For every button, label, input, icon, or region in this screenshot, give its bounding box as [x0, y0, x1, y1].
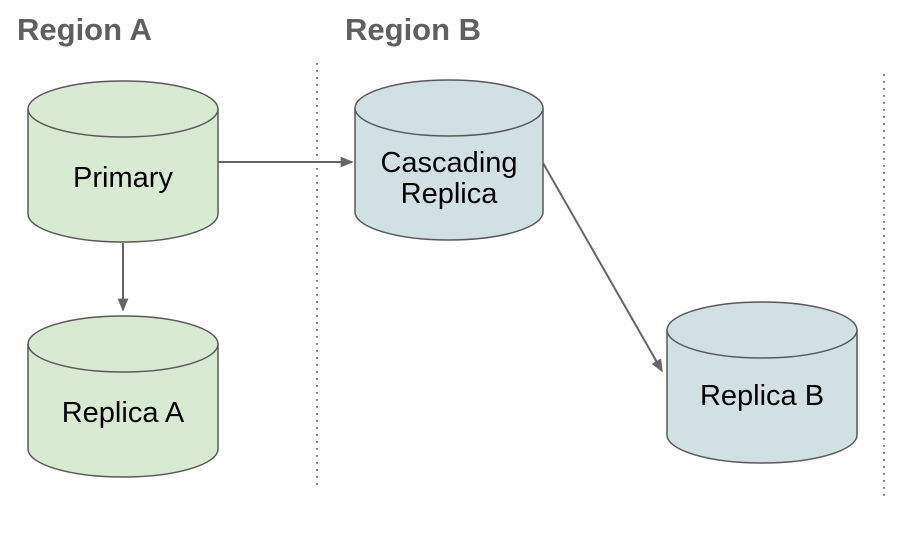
primary-cylinder-top [27, 80, 219, 138]
replica-b-cylinder-body [666, 330, 858, 464]
primary-label: Primary [73, 162, 173, 194]
replica-a-cylinder-top [27, 315, 219, 373]
cascading-replica-cylinder-body [354, 108, 544, 241]
region-b-title: Region B [345, 12, 481, 47]
replica-b-cylinder-top [666, 301, 858, 359]
cascading-replica-label-line2: Replica [401, 178, 499, 210]
region-a-title: Region A [17, 12, 152, 47]
cascading-replica-cylinder-top [354, 79, 544, 137]
cascading-replica-label-line1: Cascading [380, 147, 517, 179]
edge-cascading-replica-to-replica-b [542, 162, 663, 373]
node-replica-b: Replica B [666, 301, 858, 464]
replica-a-label: Replica A [62, 397, 185, 429]
node-primary: Primary [27, 80, 219, 243]
replica-a-cylinder-body [27, 344, 219, 478]
node-replica-a: Replica A [27, 315, 219, 478]
primary-cylinder-body [27, 109, 219, 243]
replica-b-label: Replica B [700, 380, 824, 412]
node-cascading-replica: Cascading Replica [354, 79, 544, 241]
